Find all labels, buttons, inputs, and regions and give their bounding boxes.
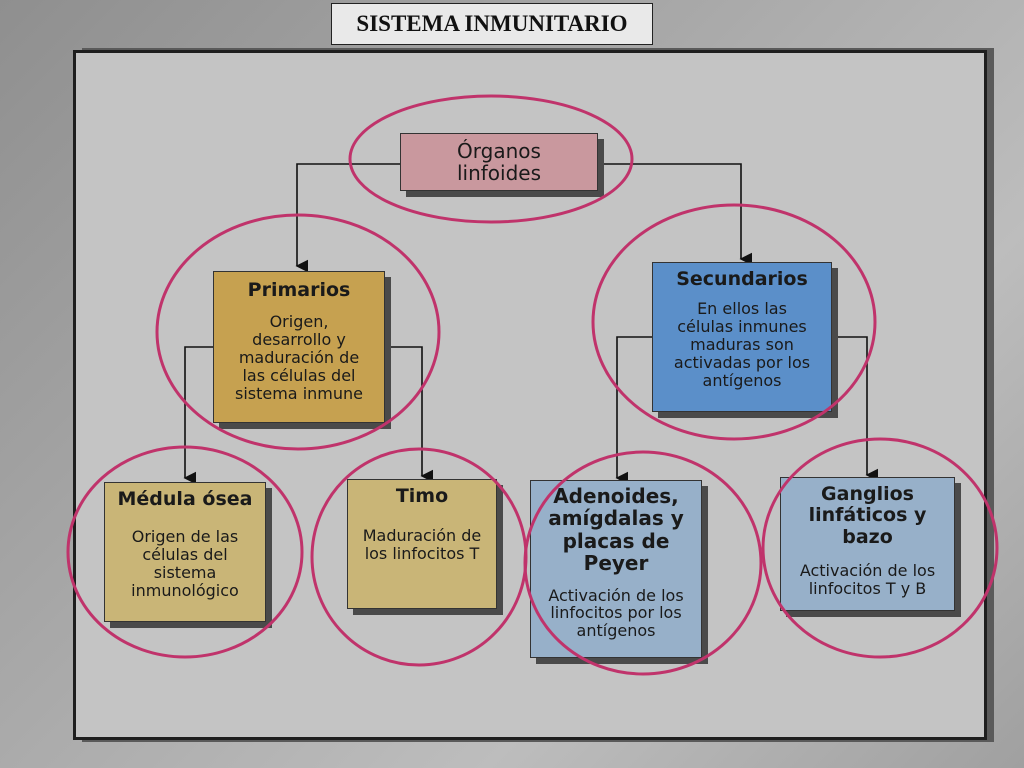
node-ganglios-heading: Ganglios linfáticos y bazo <box>808 483 927 548</box>
node-adenoides: Adenoides, amígdalas y placas de Peyer A… <box>530 480 702 658</box>
node-timo: Timo Maduración de los linfocitos T <box>347 479 497 609</box>
node-primarios: Primarios Origen, desarrollo y maduració… <box>213 271 385 423</box>
node-adenoides-heading: Adenoides, amígdalas y placas de Peyer <box>548 484 684 576</box>
node-adenoides-body: Activación de los linfocitos por los ant… <box>548 585 684 641</box>
slide-title: SISTEMA INMUNITARIO <box>331 3 653 45</box>
node-timo-heading: Timo <box>395 485 449 507</box>
node-ganglios-body: Activación de los linfocitos T y B <box>799 560 936 598</box>
node-medula-osea: Médula ósea Origen de las células del si… <box>104 482 266 622</box>
node-ganglios: Ganglios linfáticos y bazo Activación de… <box>780 477 955 611</box>
node-organos-linfoides-heading: Órganos linfoides <box>456 139 542 186</box>
node-secundarios: Secundarios En ellos las células inmunes… <box>652 262 832 412</box>
node-organos-linfoides: Órganos linfoides <box>400 133 598 191</box>
node-primarios-body: Origen, desarrollo y maduración de las c… <box>234 312 363 403</box>
node-secundarios-heading: Secundarios <box>676 268 808 290</box>
node-medula-osea-heading: Médula ósea <box>117 488 253 510</box>
node-medula-osea-body: Origen de las células del sistema inmuno… <box>131 527 239 600</box>
node-primarios-heading: Primarios <box>247 279 351 301</box>
node-timo-body: Maduración de los linfocitos T <box>362 526 482 564</box>
node-secundarios-body: En ellos las células inmunes maduras son… <box>673 299 811 390</box>
